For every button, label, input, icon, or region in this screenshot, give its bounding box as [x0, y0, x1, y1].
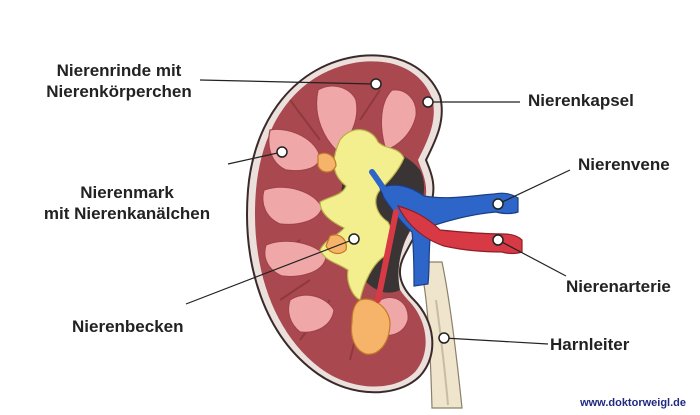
leader-vein: [497, 169, 571, 205]
label-medulla: Nierenmark mit Nierenkanälchen: [30, 182, 224, 224]
marker-dots: [276, 78, 504, 344]
label-cortex-line1: Nierenrinde mit: [56, 61, 182, 80]
label-cortex-line2: Nierenkörperchen: [46, 82, 192, 101]
leader-artery: [497, 239, 567, 277]
leader-lines: [185, 79, 571, 345]
label-medulla-line1: Nierenmark: [80, 183, 174, 202]
leader-cortex: [199, 79, 375, 85]
marker-pelvis: [348, 233, 360, 245]
renal-vein: [379, 184, 519, 287]
label-vein: Nierenvene: [578, 155, 670, 174]
leader-medulla: [227, 151, 283, 165]
marker-artery: [492, 234, 504, 246]
marker-ureter: [438, 332, 450, 344]
leader-pelvis: [185, 239, 353, 305]
label-artery: Nierenarterie: [566, 277, 671, 296]
artery-branch: [375, 209, 399, 303]
vein-branch: [369, 169, 395, 203]
renal-artery: [396, 205, 523, 255]
label-cortex: Nierenrinde mit Nierenkörperchen: [40, 60, 198, 102]
leader-ureter: [443, 337, 549, 345]
marker-capsule: [422, 96, 434, 108]
calyces: [317, 152, 391, 355]
ureter-shading: [435, 299, 449, 406]
label-pelvis: Nierenbecken: [72, 317, 184, 336]
marker-medulla: [276, 146, 288, 158]
marker-vein: [492, 198, 504, 210]
label-ureter: Harnleiter: [550, 335, 630, 354]
marker-cortex: [370, 78, 382, 90]
watermark-url: www.doktorweigl.de: [580, 397, 686, 409]
label-medulla-line2: mit Nierenkanälchen: [43, 204, 211, 223]
label-capsule: Nierenkapsel: [528, 91, 634, 110]
